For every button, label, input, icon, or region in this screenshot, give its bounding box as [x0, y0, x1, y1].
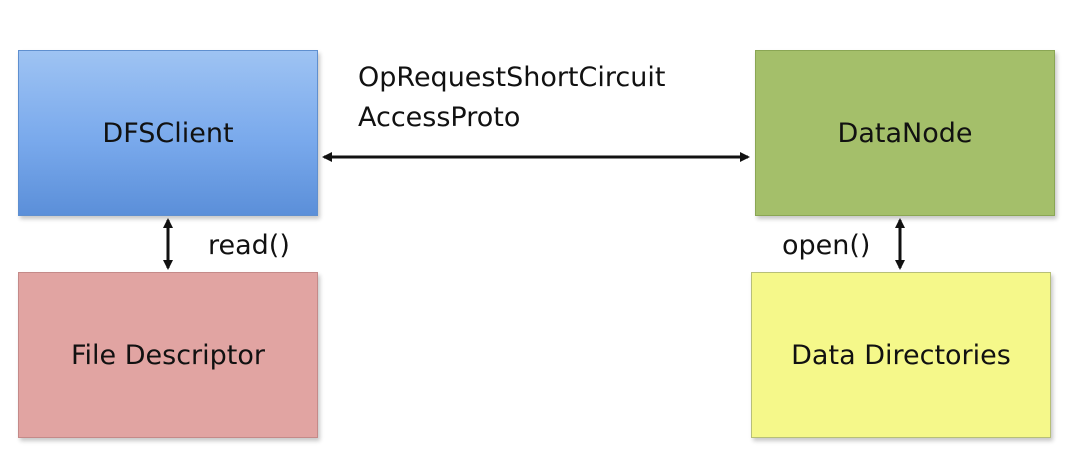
- datanode-label: DataNode: [837, 117, 973, 149]
- dfsclient-box: DFSClient: [18, 50, 318, 216]
- file-descriptor-box: File Descriptor: [18, 272, 318, 438]
- read-label: read(): [208, 230, 290, 261]
- open-label: open(): [782, 230, 871, 261]
- datanode-box: DataNode: [755, 50, 1055, 216]
- dfsclient-label: DFSClient: [102, 117, 234, 149]
- proto-label-line2: AccessProto: [358, 102, 521, 133]
- proto-label: OpRequestShortCircuit AccessProto: [358, 58, 665, 138]
- proto-label-line1: OpRequestShortCircuit: [358, 62, 666, 93]
- data-directories-label: Data Directories: [791, 339, 1011, 371]
- file-descriptor-label: File Descriptor: [70, 339, 266, 371]
- data-directories-box: Data Directories: [751, 272, 1051, 438]
